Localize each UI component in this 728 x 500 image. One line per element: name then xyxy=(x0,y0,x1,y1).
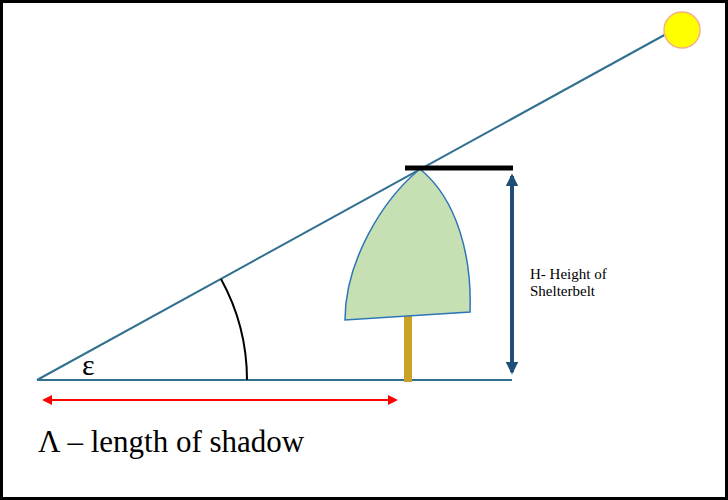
angle-arc xyxy=(221,279,247,380)
tree-crown xyxy=(345,169,470,320)
shadow-label: Λ – length of shadow xyxy=(38,424,458,460)
height-arrow xyxy=(510,176,514,372)
shadow-arrow xyxy=(44,399,396,401)
height-label: H- Height of Shelterbelt xyxy=(530,266,642,301)
tree-trunk xyxy=(404,316,412,382)
sun xyxy=(664,12,700,48)
height-bar xyxy=(405,166,513,171)
ground-line xyxy=(37,379,512,381)
angle-symbol: ε xyxy=(82,348,122,383)
sun-ray xyxy=(37,33,668,380)
